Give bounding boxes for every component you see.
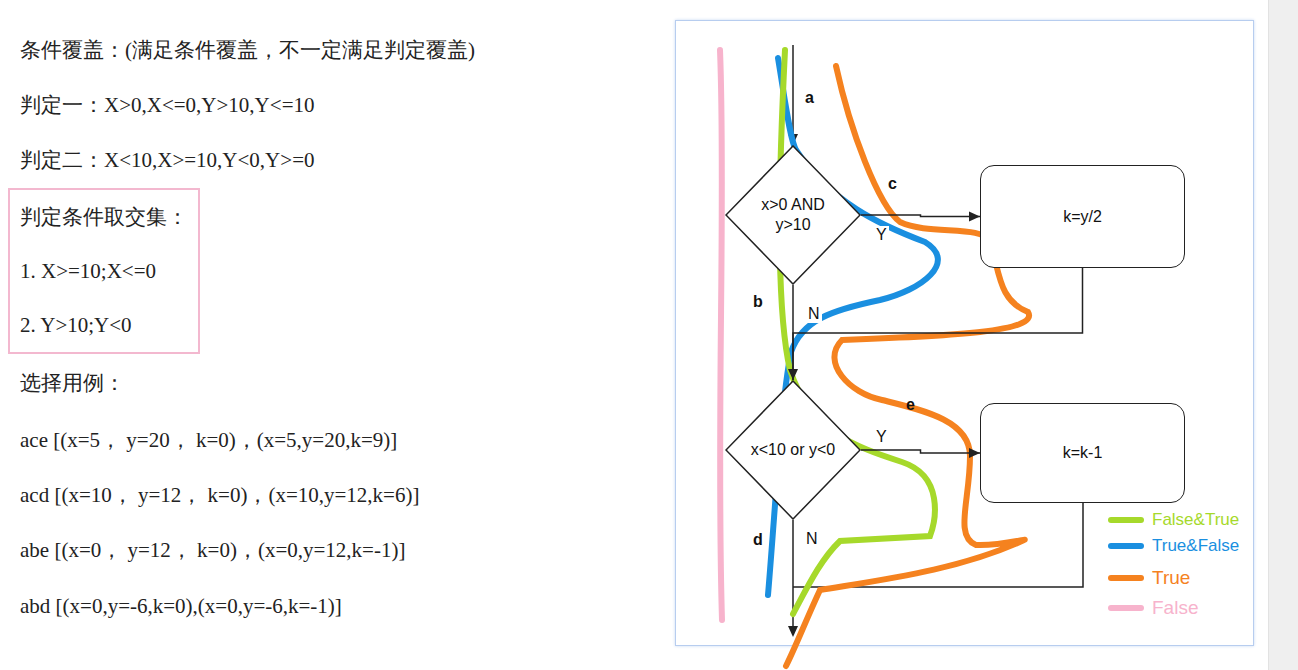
legend-text: False&True	[1152, 509, 1239, 531]
path-letter: c	[888, 175, 897, 193]
arrow-head	[788, 369, 798, 380]
diamond-shape	[726, 381, 860, 519]
flow-connector	[861, 212, 980, 222]
connector-line	[861, 215, 980, 217]
decision-diamond: x>0 AND y>10	[725, 145, 861, 285]
legend-swatch	[1108, 517, 1144, 523]
document-line: acd [(x=10， y=12， k=0)，(x=10,y=12,k=6)]	[20, 468, 419, 523]
path-letter: d	[753, 531, 763, 549]
diamond-shape	[726, 146, 860, 284]
legend-text: False	[1152, 597, 1198, 619]
document-line: 判定条件取交集：	[20, 190, 188, 244]
scrollbar-strip	[1268, 0, 1298, 670]
flow-connector	[861, 448, 980, 458]
decision-diamond: x<10 or y<0	[725, 380, 861, 520]
path-letter: a	[805, 89, 814, 107]
branch-label: Y	[874, 428, 889, 446]
diamond-text-wrap: x>0 AND y>10	[725, 145, 861, 285]
document-line: abe [(x=0， y=12， k=0)，(x=0,y=12,k=-1)]	[20, 523, 405, 578]
legend-swatch	[1108, 543, 1144, 549]
process-box: k=k-1	[980, 403, 1185, 503]
document-line: 选择用例：	[20, 356, 125, 411]
document-line: 2. Y>10;Y<0	[20, 298, 188, 352]
branch-label: Y	[874, 226, 889, 244]
diamond-text-wrap: x<10 or y<0	[725, 380, 861, 520]
decision-text: x>0 AND y>10	[750, 195, 836, 235]
arrow-head	[969, 212, 980, 222]
highlight-box: 判定条件取交集：1. X>=10;X<=02. Y>10;Y<0	[8, 188, 200, 354]
process-box: k=y/2	[980, 165, 1185, 268]
branch-label: N	[806, 305, 822, 323]
connector-line	[861, 450, 980, 453]
branch-label: N	[806, 530, 818, 548]
flow-connector	[793, 268, 1083, 380]
decision-text: x<10 or y<0	[751, 440, 836, 460]
legend-text: True	[1152, 567, 1190, 589]
connector-line	[792, 285, 794, 380]
connector-line	[793, 268, 1083, 380]
diamond-outline	[725, 145, 861, 285]
document-line: 1. X>=10;X<=0	[20, 244, 188, 298]
legend-swatch	[1108, 605, 1144, 611]
legend-text: True&False	[1152, 535, 1239, 557]
process-text: k=k-1	[1063, 444, 1103, 462]
process-text: k=y/2	[1063, 208, 1102, 226]
path-letter: b	[753, 293, 763, 311]
document-line: 判定二：X<10,X>=10,Y<0,Y>=0	[20, 133, 314, 188]
document-line: abd [(x=0,y=-6,k=0),(x=0,y=-6,k=-1)]	[20, 579, 342, 634]
flow-connector	[788, 285, 798, 380]
document-line: 条件覆盖：(满足条件覆盖，不一定满足判定覆盖)	[20, 23, 475, 78]
document-line: 判定一：X>0,X<=0,Y>10,Y<=10	[20, 78, 314, 133]
document-line: ace [(x=5， y=20， k=0)，(x=5,y=20,k=9)]	[20, 413, 397, 468]
arrow-head	[969, 448, 980, 458]
legend-swatch	[1108, 575, 1144, 581]
path-letter: e	[906, 396, 915, 414]
